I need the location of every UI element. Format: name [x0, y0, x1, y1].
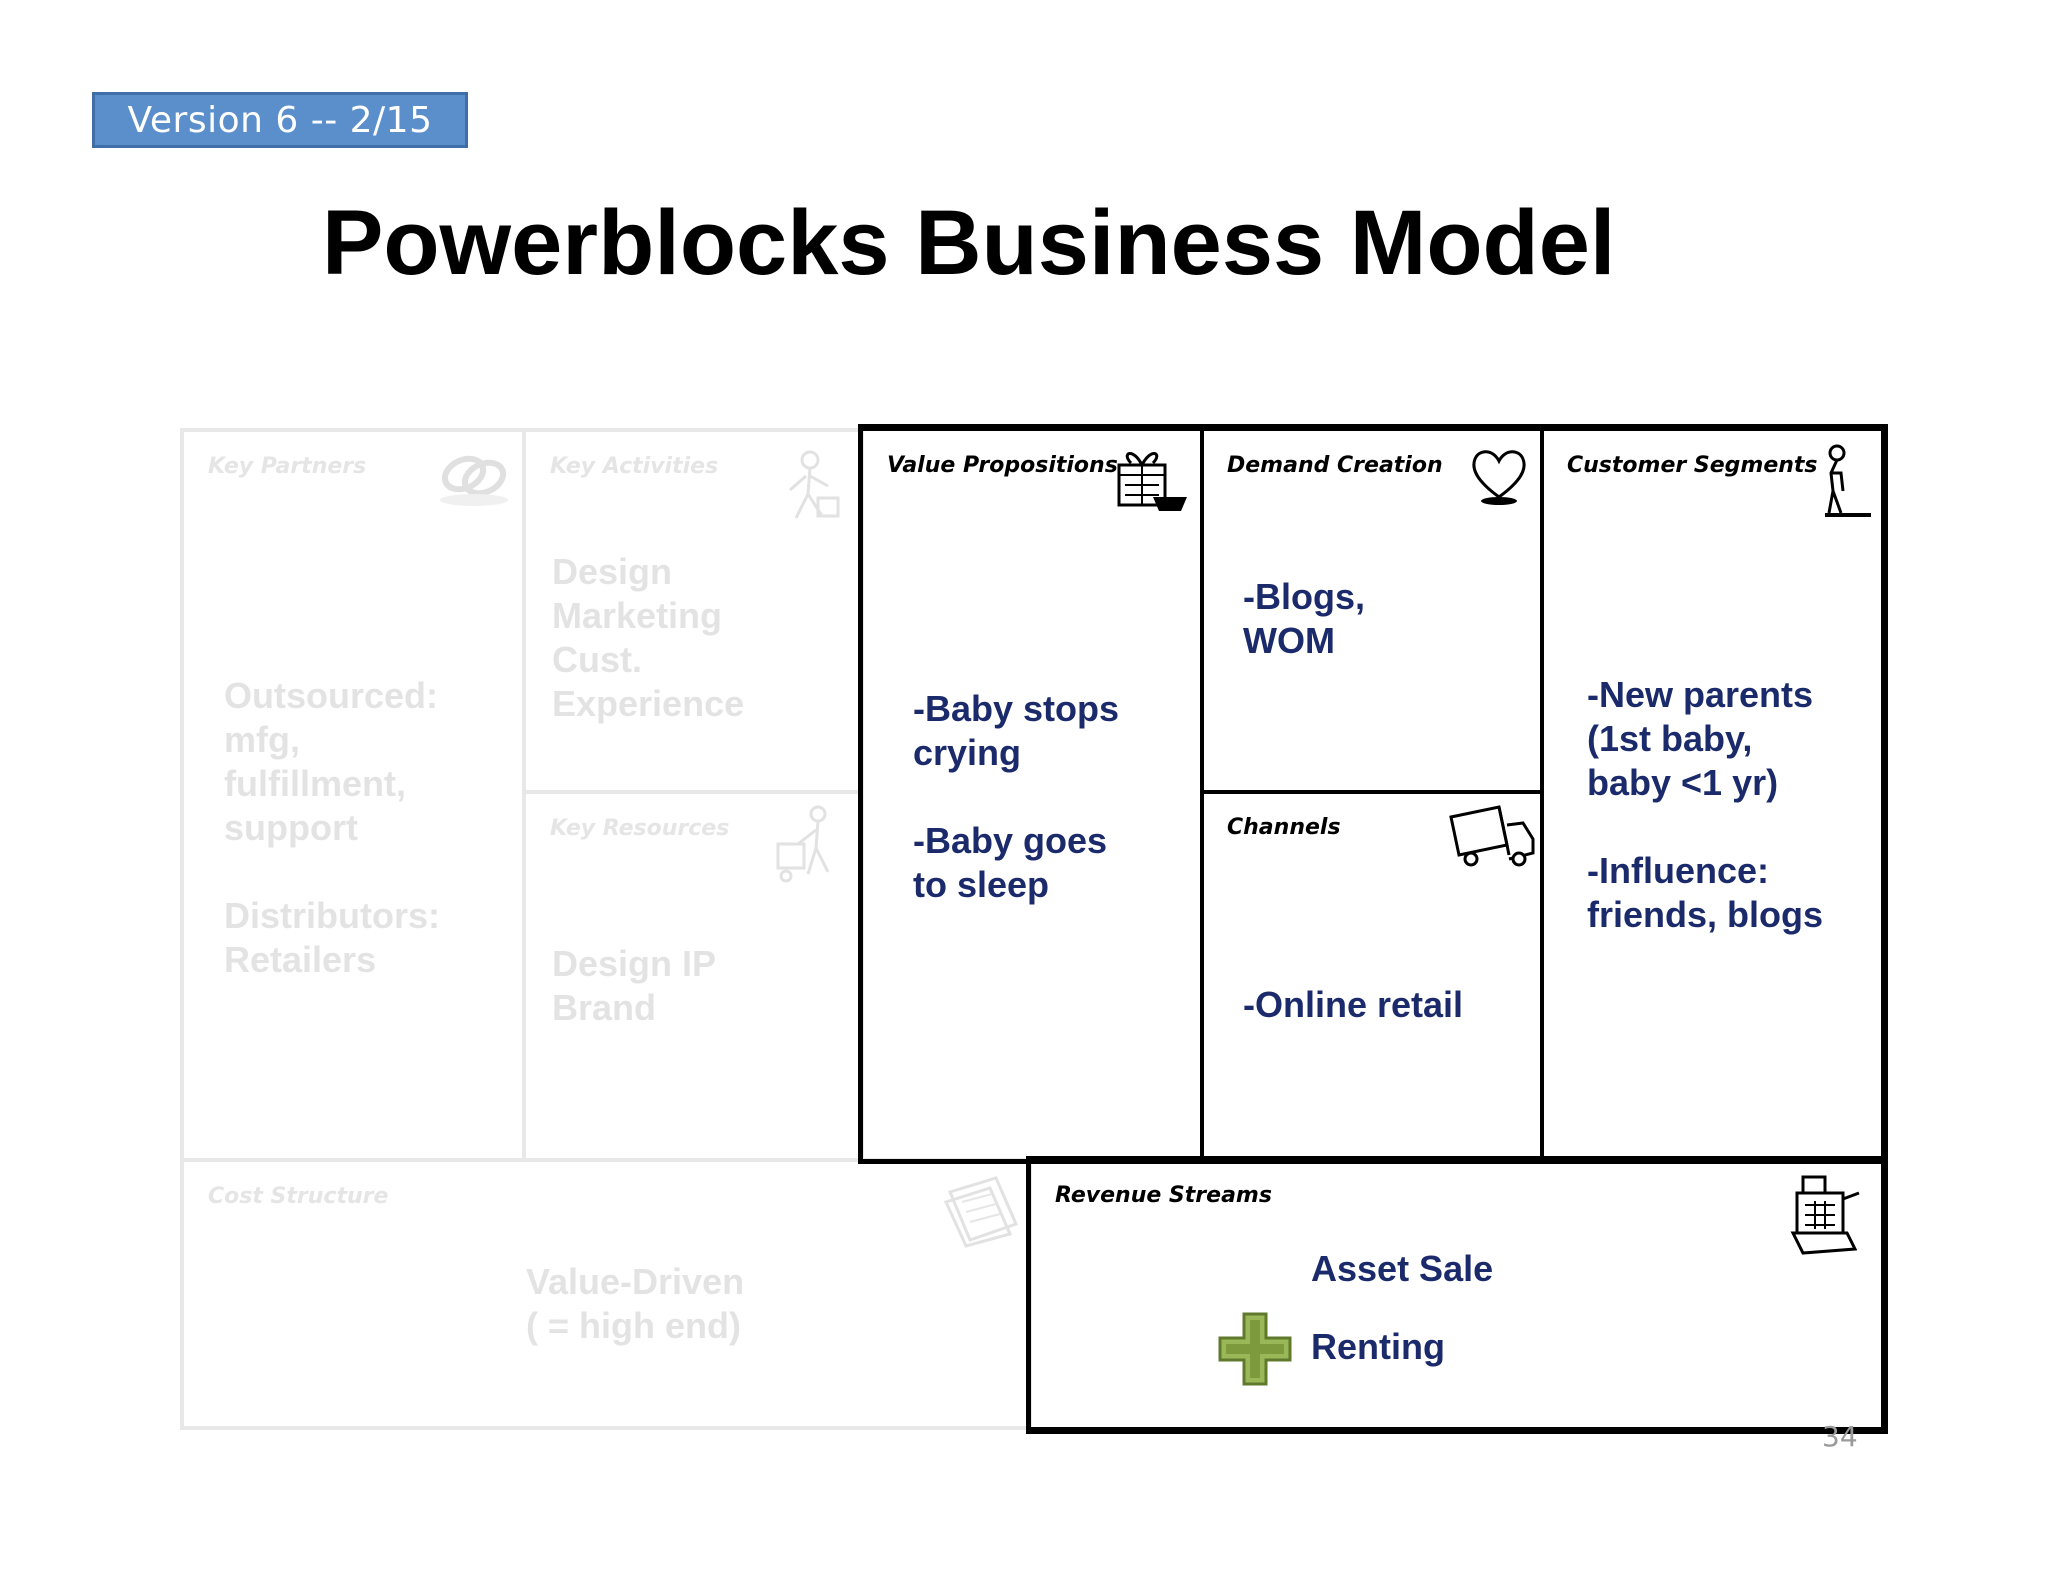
chain-link-icon	[440, 455, 508, 506]
gift-icon	[1117, 452, 1187, 511]
demand-creation-label: Demand Creation	[1227, 453, 1443, 478]
hand-truck-icon	[776, 805, 830, 883]
channels-block: Channels -Online retail	[1200, 790, 1544, 1162]
revenue-streams-block: Revenue Streams Asset Sale Renting	[1028, 1158, 1884, 1430]
value-propositions-block: Value Propositions -Baby stops crying -B…	[860, 428, 1204, 1162]
revenue-streams-text: Asset Sale Renting	[1311, 1248, 1494, 1367]
key-resources-block: Key Resources Design IP Brand	[522, 790, 864, 1162]
value-propositions-text: -Baby stops crying -Baby goes to sleep	[913, 688, 1120, 905]
customer-segments-block: Customer Segments -New parents (1st baby…	[1540, 428, 1884, 1162]
key-resources-label: Key Resources	[550, 816, 730, 841]
channels-text: -Online retail	[1243, 984, 1464, 1025]
worker-icon	[789, 450, 840, 519]
cost-structure-text: Value-Driven ( = high end)	[526, 1261, 745, 1346]
customer-segments-text: -New parents (1st baby, baby <1 yr) -Inf…	[1587, 674, 1824, 935]
key-partners-label: Key Partners	[208, 454, 367, 479]
version-badge: Version 6 -- 2/15	[92, 92, 468, 148]
truck-icon	[1449, 805, 1535, 867]
cost-structure-label: Cost Structure	[208, 1184, 389, 1209]
demand-creation-text: -Blogs, WOM	[1243, 576, 1365, 661]
key-partners-block: Key Partners Outsourced: mfg, fulfillmen…	[180, 428, 526, 1162]
customer-segments-label: Customer Segments	[1567, 453, 1818, 478]
cash-register-icon	[1790, 1175, 1860, 1255]
page-title: Powerblocks Business Model	[322, 192, 1616, 294]
revenue-streams-label: Revenue Streams	[1055, 1183, 1272, 1208]
page-number: 34	[1822, 1420, 1858, 1453]
plus-icon	[1218, 1312, 1292, 1386]
cost-structure-block: Cost Structure Value-Driven ( = high end…	[180, 1158, 1032, 1430]
demand-creation-block: Demand Creation -Blogs, WOM	[1200, 428, 1544, 794]
key-activities-text: Design Marketing Cust. Experience	[552, 551, 745, 724]
papers-icon	[943, 1176, 1019, 1248]
key-partners-text: Outsourced: mfg, fulfillment, support Di…	[224, 675, 440, 980]
heart-icon	[1472, 450, 1526, 505]
channels-label: Channels	[1227, 815, 1341, 840]
value-propositions-label: Value Propositions	[887, 453, 1118, 478]
key-activities-block: Key Activities Design Marketing Cust. Ex…	[522, 428, 864, 794]
key-resources-text: Design IP Brand	[552, 943, 717, 1028]
person-icon	[1825, 444, 1871, 517]
key-activities-label: Key Activities	[550, 454, 719, 479]
